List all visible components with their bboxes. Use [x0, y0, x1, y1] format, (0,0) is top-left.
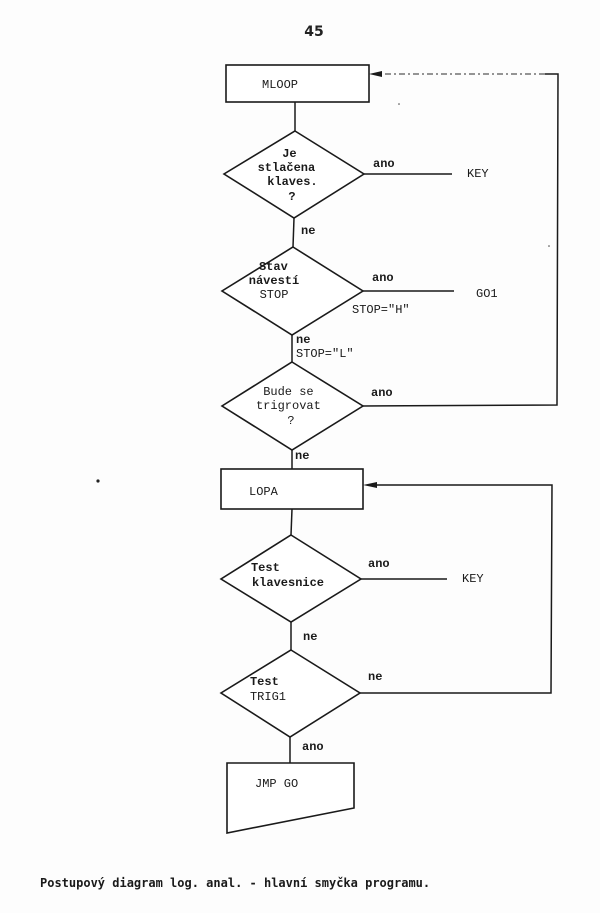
decision-diamond: [220, 246, 365, 336]
edge-label-no: ne: [295, 449, 309, 463]
decision-diamond: [219, 534, 363, 623]
edge-label-no: ne: [368, 670, 382, 684]
edge-label-yes: ano: [302, 740, 324, 754]
connectors: [289, 71, 559, 763]
arrow-into-lopa-icon: [363, 482, 377, 488]
decision-diamond: [219, 649, 362, 738]
node-test-trig1: Test TRIG1: [219, 649, 362, 738]
target-label-go1: GO1: [476, 287, 498, 301]
edge-key-pressed-no: [292, 217, 295, 248]
edge-lopa-to-test-keyboard: [290, 508, 293, 536]
speck-mark: [398, 103, 400, 105]
decision-diamond: [220, 361, 365, 451]
decision-text: Bude se trigrovat ?: [256, 385, 328, 428]
figure-caption: Postupový diagram log. anal. - hlavní sm…: [40, 876, 430, 890]
target-label-key: KEY: [467, 167, 489, 181]
decision-text: Je stlačena klaves. ?: [258, 147, 325, 204]
speck-mark: [548, 245, 550, 247]
decision-text: Test klavesnice: [251, 561, 324, 590]
edge-condition-stop-l: STOP="L": [296, 347, 354, 361]
decision-text: Stav návestí: [249, 260, 299, 288]
edge-label-no: ne: [296, 333, 310, 347]
page-number: 45: [304, 24, 323, 40]
edge-label-yes: ano: [373, 157, 395, 171]
terminal-shape: [226, 762, 355, 834]
decision-diamond: [222, 130, 366, 219]
edge-label-no: ne: [301, 224, 315, 238]
node-lopa: LOPA: [220, 468, 364, 510]
node-label: JMP GO: [255, 777, 298, 791]
speck-mark: [96, 479, 100, 483]
edge-condition-stop-h: STOP="H": [352, 303, 410, 317]
node-key-pressed: Je stlačena klaves. ?: [222, 130, 366, 219]
decision-text: Test TRIG1: [250, 675, 286, 704]
edge-label-no: ne: [303, 630, 317, 644]
node-will-trigger: Bude se trigrovat ?: [220, 361, 365, 451]
node-label: LOPA: [249, 485, 279, 499]
target-label-key: KEY: [462, 572, 484, 586]
arrow-into-mloop-icon: [369, 71, 382, 77]
node-test-keyboard: Test klavesnice: [219, 534, 363, 623]
node-label: MLOOP: [262, 78, 298, 92]
edge-will-trigger-yes: [362, 73, 559, 407]
process-box: [220, 468, 364, 510]
decision-text-stop: STOP: [260, 288, 289, 302]
node-jmp-go: JMP GO: [226, 762, 355, 834]
process-box: [225, 64, 370, 103]
edge-label-yes: ano: [372, 271, 394, 285]
node-stop-flag: Stav návestí STOP: [220, 246, 365, 336]
node-mloop: MLOOP: [225, 64, 370, 103]
edge-label-yes: ano: [368, 557, 390, 571]
edge-test-trig1-no: [360, 484, 553, 694]
edge-label-yes: ano: [371, 386, 393, 400]
